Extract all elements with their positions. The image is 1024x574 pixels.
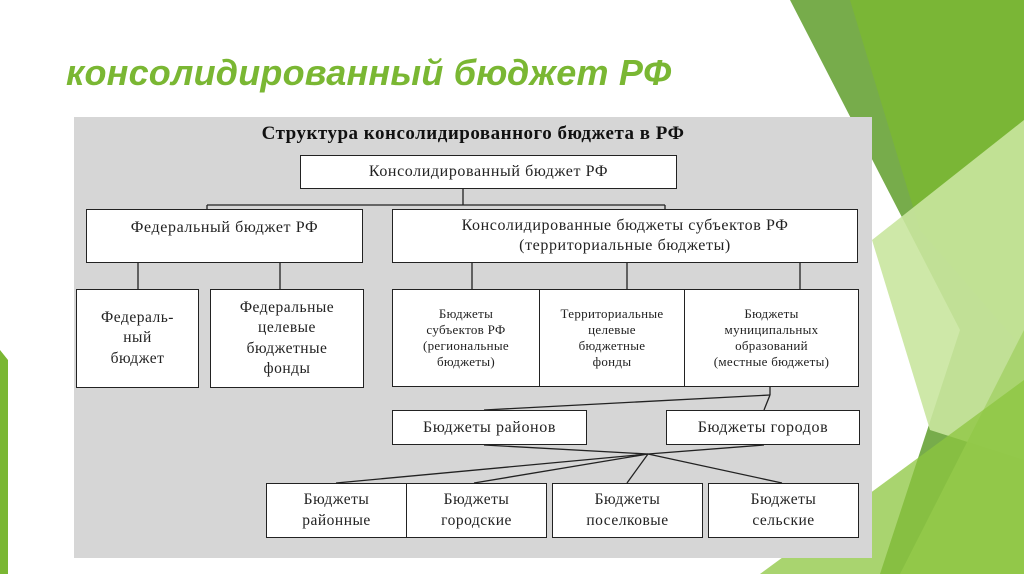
box-federal-budget: Федеральный бюджет РФ bbox=[86, 209, 363, 263]
box-selsk-budgets: Бюджеты сельские bbox=[708, 483, 859, 538]
diagram-panel: Структура консолидированного бюджета в Р… bbox=[74, 117, 872, 558]
deco-left-strip bbox=[0, 350, 8, 574]
box-city-budgets: Бюджеты городов bbox=[666, 410, 860, 445]
slide-title: консолидированный бюджет РФ bbox=[66, 52, 672, 93]
box-gorod-budgets: Бюджеты городские bbox=[406, 483, 547, 538]
connector-lines bbox=[137, 189, 801, 484]
connector-hub-to-gorod bbox=[473, 453, 649, 484]
connector-municipal-right bbox=[763, 394, 771, 411]
box-district-budgets: Бюджеты районов bbox=[392, 410, 587, 445]
box-subject-budgets: Бюджеты субъектов РФ (региональные бюдже… bbox=[392, 289, 540, 387]
box-municipal-budgets: Бюджеты муниципальных образований (местн… bbox=[684, 289, 859, 387]
connector-hub-to-raion bbox=[335, 453, 649, 484]
box-federal-budget-proper: Федераль- ный бюджет bbox=[76, 289, 199, 388]
box-territorial-target-funds: Территориальные целевые бюджетные фонды bbox=[539, 289, 685, 387]
connector-hub-from-districts bbox=[483, 444, 649, 455]
box-consolidated-budget: Консолидированный бюджет РФ bbox=[300, 155, 677, 189]
box-raion-budgets: Бюджеты районные bbox=[266, 483, 407, 538]
box-federal-target-funds: Федеральные целевые бюджетные фонды bbox=[210, 289, 364, 388]
connector-hub-from-cities bbox=[647, 444, 765, 455]
box-regional-consolidated: Консолидированные бюджеты субъектов РФ (… bbox=[392, 209, 858, 263]
box-poselok-budgets: Бюджеты поселковые bbox=[552, 483, 703, 538]
diagram-title: Структура консолидированного бюджета в Р… bbox=[261, 123, 685, 144]
deco-shape-light bbox=[872, 120, 1024, 460]
connector-hub-to-selsk bbox=[647, 453, 783, 484]
connector-municipal-left bbox=[483, 394, 771, 411]
connector-hub-to-posel bbox=[626, 453, 649, 484]
